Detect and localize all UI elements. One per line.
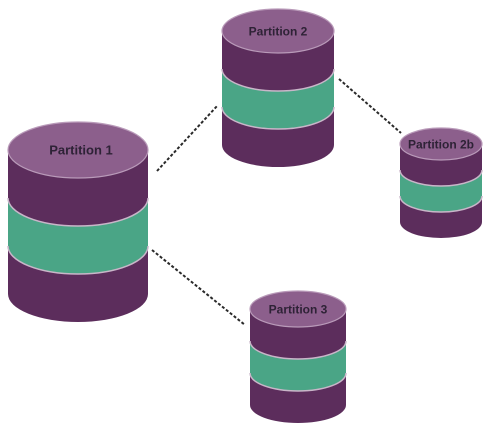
p3-band-separator	[249, 372, 347, 392]
connector-p1-p2	[156, 104, 219, 172]
p2-band-separator	[221, 106, 335, 130]
p1-band-top	[8, 150, 148, 226]
cylinder-layer: Partition 1 Partition 2 Partition 2b Partit…	[7, 8, 483, 423]
connector-p1-p3	[151, 249, 246, 326]
cylinder-p1: Partition 1	[7, 121, 149, 322]
p2-band-middle	[222, 69, 334, 129]
p1-band-separator	[7, 245, 149, 275]
p1-band-bottom	[8, 246, 148, 322]
cylinder-p2: Partition 2	[221, 8, 335, 167]
p2b-band-bottom	[400, 196, 482, 238]
p2b-band-separator	[399, 169, 483, 187]
p1-top-surface	[7, 121, 149, 179]
p2-band-separator	[221, 68, 335, 92]
p3-band-middle	[250, 341, 346, 391]
p2b-top-surface	[399, 127, 483, 161]
connector-layer	[151, 78, 402, 326]
p2b-band-middle	[400, 170, 482, 212]
p2b-band-top	[400, 144, 482, 186]
p2b-label: Partition 2b	[408, 137, 474, 151]
p1-label: Partition 1	[49, 143, 113, 158]
cylinder-p3: Partition 3	[249, 290, 347, 423]
p3-band-top	[250, 309, 346, 359]
p2b-band-separator	[399, 195, 483, 213]
p2-band-bottom	[222, 107, 334, 167]
p2-top-surface	[221, 8, 335, 54]
p1-band-middle	[8, 198, 148, 274]
p3-label: Partition 3	[269, 302, 328, 316]
p3-band-separator	[249, 340, 347, 360]
p3-top-surface	[249, 290, 347, 328]
p2-label: Partition 2	[249, 24, 308, 38]
connector-p2-p2b	[338, 78, 402, 134]
p3-band-bottom	[250, 373, 346, 423]
p2-band-top	[222, 31, 334, 91]
cylinder-p2b: Partition 2b	[399, 127, 483, 238]
p1-band-separator	[7, 197, 149, 227]
